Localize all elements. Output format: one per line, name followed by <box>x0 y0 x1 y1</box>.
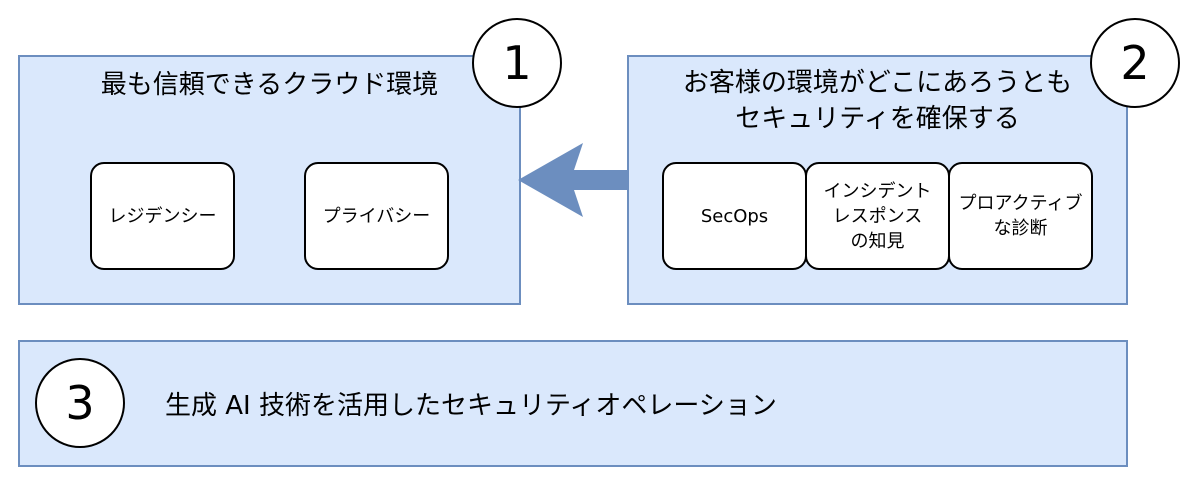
step-number-3: 3 <box>35 358 125 448</box>
box-residency: レジデンシー <box>90 162 235 270</box>
step-number-2: 2 <box>1090 18 1180 108</box>
panel-ai-secops <box>18 340 1128 467</box>
panel-title: 最も信頼できるクラウド環境 <box>100 70 439 100</box>
box-privacy: プライバシー <box>304 162 449 270</box>
step-number-1: 1 <box>472 18 562 108</box>
box-secops: SecOps <box>662 162 807 270</box>
box-incident-response: インシデント レスポンス の知見 <box>805 162 950 270</box>
ai-secops-text: 生成 AI 技術を活用したセキュリティオペレーション <box>165 391 777 421</box>
box-proactive-diagnosis: プロアクティブ な診断 <box>948 162 1093 270</box>
panel-title: お客様の環境がどこにあろうとも セキュリティを確保する <box>682 68 1073 134</box>
arrow-left-icon <box>518 143 628 217</box>
